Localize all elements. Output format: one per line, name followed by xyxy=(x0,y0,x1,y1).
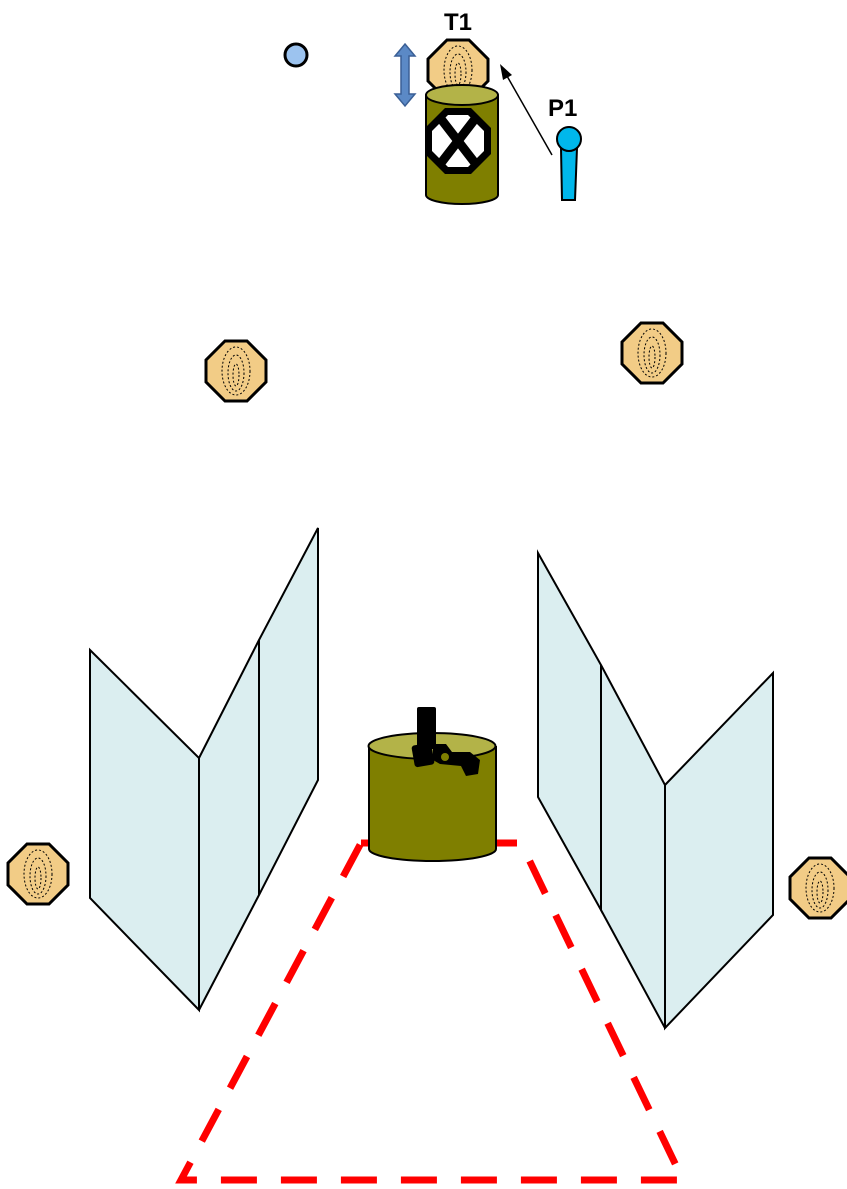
activation-arrow-icon xyxy=(500,64,553,156)
label-p1: P1 xyxy=(548,95,577,122)
no-shoot-x-icon xyxy=(425,108,491,174)
pistol-icon xyxy=(411,707,480,776)
target-mid-right xyxy=(620,321,684,385)
target-far-left xyxy=(6,842,70,906)
target-mid-left xyxy=(204,339,268,403)
marker-circle xyxy=(283,42,309,68)
target-far-right xyxy=(788,856,847,920)
left-walls xyxy=(89,527,319,1013)
popper-p1 xyxy=(556,126,582,201)
up-down-arrow-icon xyxy=(393,42,417,108)
label-t1: T1 xyxy=(444,9,472,36)
fault-line-box xyxy=(175,839,689,1184)
right-walls xyxy=(537,549,774,1031)
